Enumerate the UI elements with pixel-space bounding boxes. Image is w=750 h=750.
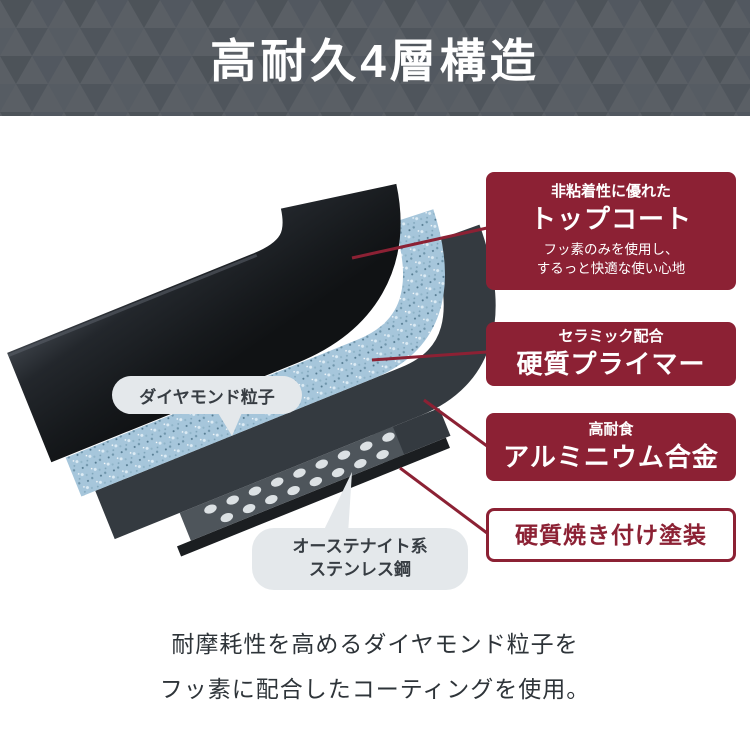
stainless-plate [179,426,405,541]
label-topcoat-desc-line2: するっと快適な使い心地 [536,260,686,276]
banner: 高耐久4層構造 [0,0,750,116]
aluminum-layer [95,224,496,540]
pan-illustration [7,183,496,557]
connector-line-primer [371,350,488,362]
label-topcoat-title: トップコート [529,204,692,235]
label-aluminum-pre: 高耐食 [588,420,634,438]
callout-stainless-line1: オーステナイト系 [292,537,428,557]
callout-stainless: オーステナイト系 ステンレス鋼 [252,528,468,590]
callout-tail-stainless [322,472,352,534]
connector-line-topcoat [351,226,488,260]
callout-tail-diamond [215,408,244,436]
banner-title: 高耐久4層構造 [210,35,540,87]
callout-diamond: ダイヤモンド粒子 [112,376,302,414]
stainless-holes [204,432,395,523]
label-topcoat-desc: フッ素のみを使用し、 するっと快適な使い心地 [537,241,686,279]
caption: 耐摩耗性を高めるダイヤモンド粒子を フッ素に配合したコーティングを使用。 [0,622,750,712]
topcoat-highlight [7,253,258,358]
baked-coating-layer [176,437,450,557]
label-box-aluminum: 高耐食 アルミニウム合金 [486,413,736,481]
caption-line-2: フッ素に配合したコーティングを使用。 [159,676,591,702]
connector-line-baked [399,466,488,535]
label-topcoat-desc-line1: フッ素のみを使用し、 [543,241,679,257]
label-box-topcoat: 非粘着性に優れた トップコート フッ素のみを使用し、 するっと快適な使い心地 [486,172,736,290]
label-box-primer: セラミック配合 硬質プライマー [486,322,736,386]
label-topcoat-pre: 非粘着性に優れた [550,183,671,201]
caption-line-1: 耐摩耗性を高めるダイヤモンド粒子を [171,631,579,657]
callout-stainless-line2: ステンレス鋼 [309,560,411,579]
label-primer-title: 硬質プライマー [516,348,706,379]
topcoat-layer [7,183,401,463]
label-primer-pre: セラミック配合 [558,327,664,345]
connector-line-aluminum [423,398,488,448]
label-aluminum-title: アルミニウム合金 [503,441,719,472]
label-box-baked: 硬質焼き付け塗装 [486,508,736,562]
banner-pattern [0,0,750,116]
label-baked-title: 硬質焼き付け塗装 [515,521,707,548]
